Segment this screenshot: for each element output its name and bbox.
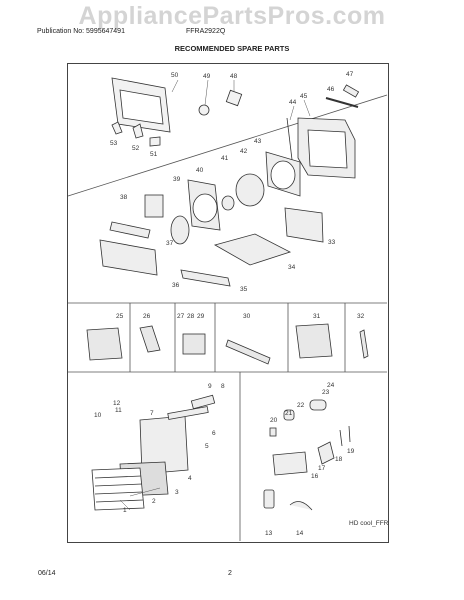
callout-38: 38 [120, 194, 128, 201]
callout-35: 35 [240, 286, 248, 293]
callout-23: 23 [322, 389, 330, 396]
fan-blade-shape [235, 173, 265, 207]
evaporator-coil-shape [86, 327, 123, 361]
callout-48: 48 [230, 73, 238, 80]
callout-45: 45 [300, 93, 308, 100]
bracket-48-shape [225, 89, 243, 107]
page-title: RECOMMENDED SPARE PARTS [174, 44, 290, 53]
footer-page-number: 2 [228, 570, 232, 577]
callout-9: 9 [208, 383, 212, 390]
plug-shape [263, 489, 275, 509]
callout-34: 34 [288, 264, 296, 271]
callout-42: 42 [240, 148, 248, 155]
callout-50: 50 [171, 72, 179, 79]
callout-39: 39 [173, 176, 181, 183]
capacitor-shape [182, 333, 206, 355]
callout-40: 40 [196, 167, 204, 174]
control-box-shape [144, 194, 164, 218]
callout-43: 43 [254, 138, 262, 145]
footer-date: 06/14 [38, 570, 56, 577]
callout-8: 8 [221, 383, 225, 390]
callout-3: 3 [175, 489, 179, 496]
blower-wheel-shape [170, 215, 190, 245]
callout-31: 31 [313, 313, 321, 320]
callout-20: 20 [270, 417, 278, 424]
partition-shape [284, 207, 324, 243]
callout-26: 26 [143, 313, 151, 320]
watermark: AppliancePartsPros.com [78, 2, 386, 30]
callout-7: 7 [150, 410, 154, 417]
callout-41: 41 [221, 155, 229, 162]
callout-36: 36 [172, 282, 180, 289]
callout-27: 27 [177, 313, 185, 320]
basepan-shape [213, 233, 292, 266]
callout-1: 1 [123, 507, 127, 514]
callout-17: 17 [318, 465, 326, 472]
callout-2: 2 [152, 498, 156, 505]
knob-shape [198, 104, 210, 116]
callout-6: 6 [212, 430, 216, 437]
callout-16: 16 [311, 473, 319, 480]
model-number: FFRA2922Q [186, 28, 226, 35]
callout-21: 21 [285, 410, 293, 417]
callout-4: 4 [188, 475, 192, 482]
callout-25: 25 [116, 313, 124, 320]
callout-32: 32 [357, 313, 365, 320]
callout-14: 14 [296, 530, 304, 537]
diagonal-divider [67, 94, 388, 197]
callout-37: 37 [166, 240, 174, 247]
callout-44: 44 [289, 99, 297, 106]
base-tray-shape [99, 239, 158, 276]
motor-shape [309, 399, 327, 411]
electrical-box-shape [272, 451, 308, 476]
callout-46: 46 [327, 86, 335, 93]
callout-19: 19 [347, 448, 355, 455]
diagram-frame [67, 63, 389, 543]
callout-28: 28 [187, 313, 195, 320]
callout-13: 13 [265, 530, 273, 537]
callout-12: 12 [113, 400, 121, 407]
callout-22: 22 [297, 402, 305, 409]
publication-number: Publication No: 5995647491 [37, 28, 125, 35]
callout-33: 33 [328, 239, 336, 246]
callout-29: 29 [197, 313, 205, 320]
condenser-coil-shape [295, 323, 333, 359]
callout-11: 11 [115, 407, 122, 414]
callout-52: 52 [132, 145, 140, 152]
callout-49: 49 [203, 73, 211, 80]
callout-10: 10 [94, 412, 102, 419]
callout-30: 30 [243, 313, 251, 320]
callout-5: 5 [205, 443, 209, 450]
front-grille-shape [91, 467, 145, 511]
wire-harness-shape [225, 339, 271, 365]
callout-47: 47 [346, 71, 354, 78]
diagram-caption: HD cool_FFR [349, 520, 389, 527]
callout-24: 24 [327, 382, 335, 389]
callout-51: 51 [150, 151, 158, 158]
callout-53: 53 [110, 140, 118, 147]
callout-18: 18 [335, 456, 343, 463]
